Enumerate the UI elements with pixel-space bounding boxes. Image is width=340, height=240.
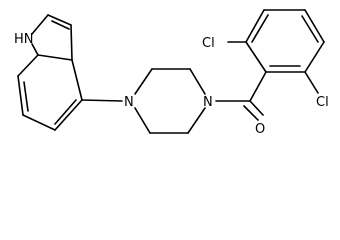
amide-group	[215, 71, 267, 121]
atom-label-o: O	[255, 122, 265, 137]
cl-bottom-bond	[304, 71, 319, 94]
atom-label-cl-bottom: Cl	[316, 95, 329, 110]
indole-pyrrole-ring	[31, 14, 73, 61]
indole-piperazine-bond	[81, 99, 123, 102]
atom-label-nh: HN	[14, 32, 34, 47]
atom-label-n-left: N	[124, 95, 134, 110]
dichlorophenyl-ring	[245, 9, 325, 73]
molecule-drawing: HN N N O Cl Cl	[14, 9, 329, 137]
indole-benzene-ring	[17, 54, 83, 131]
structure-canvas: HN N N O Cl Cl	[14, 9, 329, 137]
piperazine-ring	[134, 68, 206, 134]
atom-label-cl-top: Cl	[202, 36, 215, 51]
atom-label-n-right: N	[203, 95, 213, 110]
